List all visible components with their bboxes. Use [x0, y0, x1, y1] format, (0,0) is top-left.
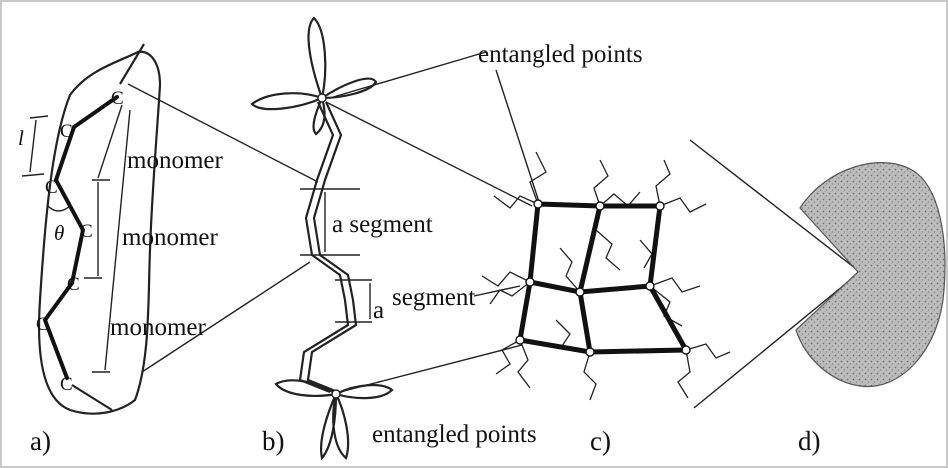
- panel-d-label: d): [798, 426, 821, 456]
- panel-c: c): [481, 151, 731, 456]
- panel-a-to-b-leader-top: [127, 83, 319, 183]
- backbone-bonds: [42, 95, 119, 380]
- entangled-point-bottom: [274, 379, 394, 461]
- network-bonds: [517, 201, 689, 355]
- bond-length-tick-bottom: [21, 173, 45, 177]
- carbon-atom-2: C: [60, 121, 73, 142]
- panel-b-label: b): [262, 426, 285, 456]
- chain-strand-right: [306, 101, 358, 394]
- panel-a-label: a): [30, 426, 51, 456]
- carbon-atom-7: C: [60, 374, 73, 395]
- monomer-label-2: monomer: [122, 224, 218, 251]
- entangled-label-top: entangled points: [478, 41, 643, 68]
- bond-length-symbol: l: [18, 126, 24, 150]
- carbon-atom-3: C: [45, 177, 58, 198]
- monomer-label-3: monomer: [110, 314, 206, 341]
- chain-strand-left: [298, 101, 350, 394]
- panel-c-label: c): [590, 426, 611, 456]
- panel-c-to-d-leader-top: [689, 139, 861, 273]
- carbon-atom-1: C: [111, 88, 124, 109]
- bond-length-tick-top: [29, 115, 49, 119]
- network-dangling-chains: [481, 151, 731, 401]
- chain-end-top: [119, 43, 145, 85]
- monomer-span-1: [97, 104, 123, 179]
- panel-b: a segment a segment entangled points ent…: [250, 16, 643, 461]
- network-junctions: [515, 199, 691, 357]
- panel-b-to-c-leader-top: [325, 101, 533, 207]
- panel-c-to-d-leader-bottom: [693, 271, 861, 409]
- entangled-label-bottom: entangled points: [372, 421, 537, 448]
- bond-length-arrow: [29, 119, 37, 173]
- entangled-top-leader-2: [495, 69, 541, 206]
- panel-a-to-b-leader-bottom: [141, 261, 311, 373]
- bulk-polymer-blob: [795, 162, 946, 388]
- chain-envelope: [37, 50, 162, 415]
- bond-angle-symbol: θ: [54, 221, 64, 245]
- entangled-point-top: [250, 16, 378, 136]
- carbon-atom-5: C: [67, 274, 80, 295]
- carbon-atom-4: C: [80, 221, 93, 242]
- carbon-atom-6: C: [36, 314, 49, 335]
- bond-angle-arc: [47, 205, 71, 212]
- panel-b-to-c-leader-bottom: [339, 344, 523, 393]
- segment-1-label: a segment: [332, 211, 433, 238]
- segment-2-prefix: a: [373, 297, 384, 324]
- segment-2-leader: [473, 285, 521, 297]
- entangled-top-leader-1: [329, 51, 487, 99]
- monomer-span-3: [104, 109, 131, 371]
- panel-d: d): [689, 139, 946, 456]
- panel-a: C C C C C C C l θ monomer monomer monome…: [18, 43, 319, 456]
- chain-end-bottom: [71, 384, 113, 411]
- monomer-label-1: monomer: [127, 147, 223, 174]
- segment-2-label: segment: [392, 284, 475, 311]
